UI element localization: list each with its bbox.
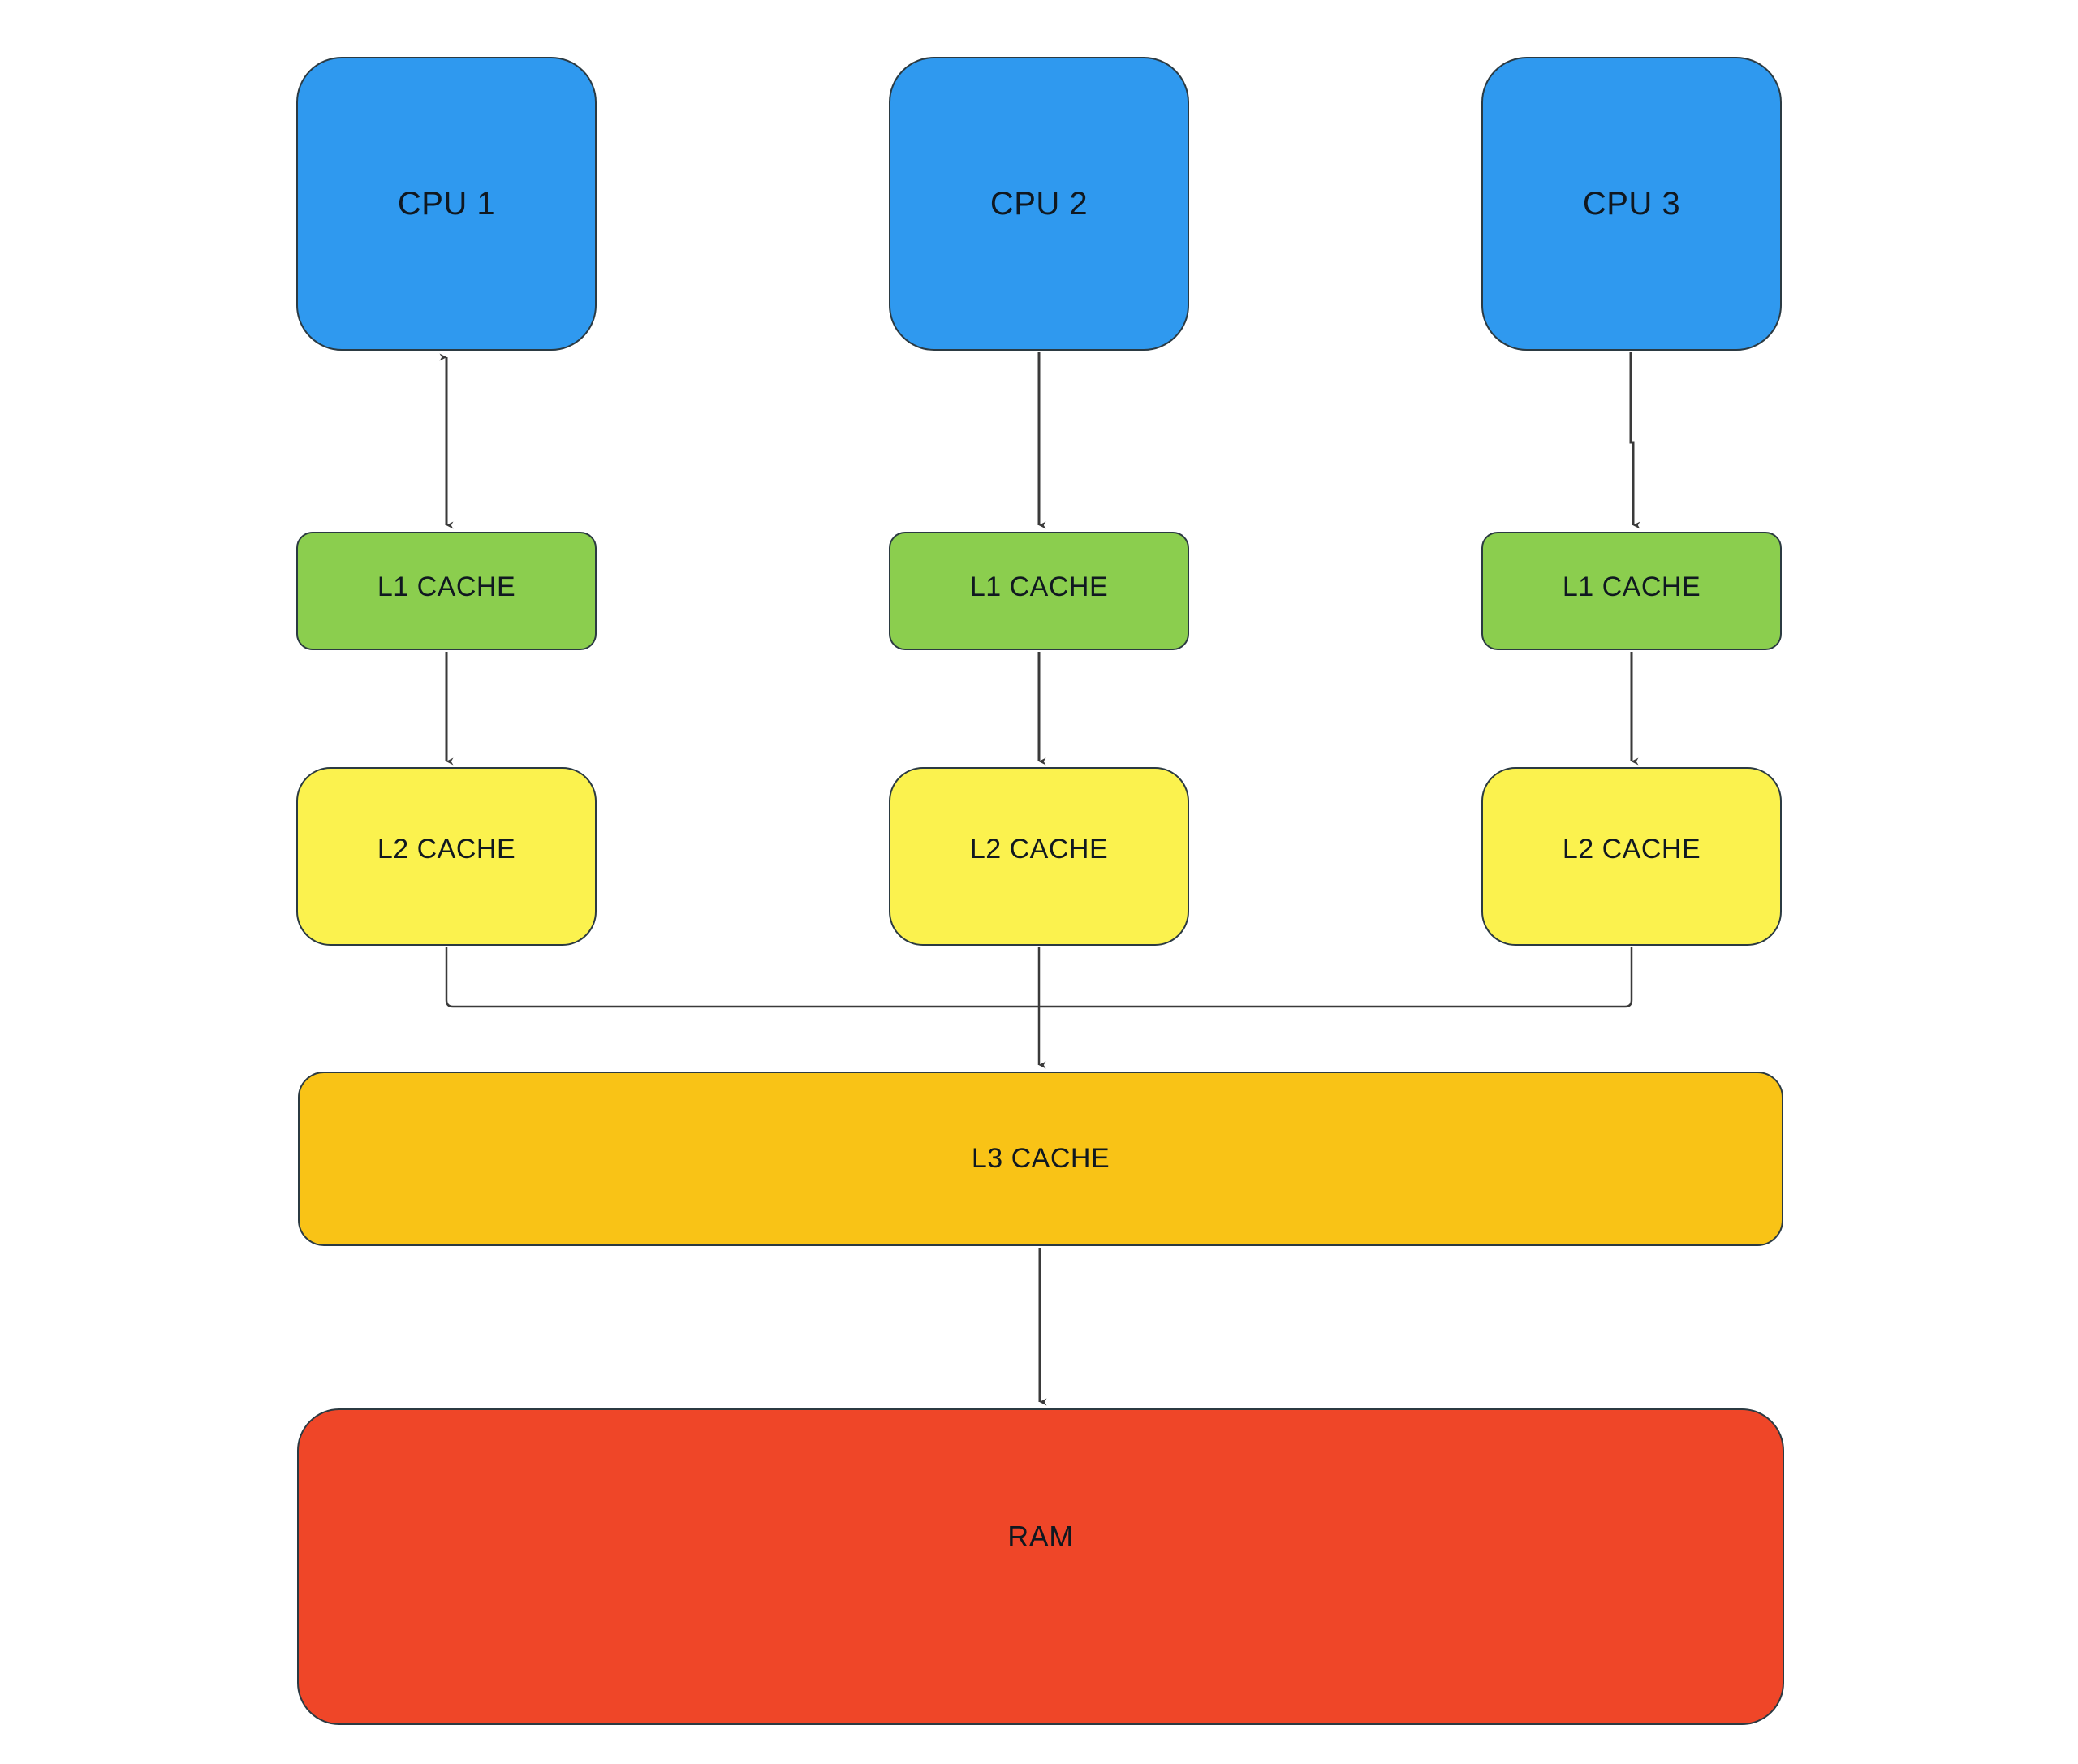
node-label: L1 CACHE: [1562, 571, 1701, 603]
node-label: L1 CACHE: [969, 571, 1109, 603]
node-cpu-2[interactable]: CPU 2: [889, 57, 1189, 351]
node-label: L3 CACHE: [971, 1142, 1110, 1174]
node-label: RAM: [1007, 1520, 1074, 1554]
node-label: CPU 1: [397, 186, 496, 222]
node-l1-cache-2[interactable]: L1 CACHE: [889, 532, 1189, 650]
node-l1-cache-3[interactable]: L1 CACHE: [1481, 532, 1782, 650]
node-cpu-1[interactable]: CPU 1: [296, 57, 597, 351]
node-l2-cache-2[interactable]: L2 CACHE: [889, 767, 1189, 946]
edge-cpu3-l1: [1629, 352, 1640, 529]
node-label: L2 CACHE: [1562, 834, 1701, 865]
node-label: L2 CACHE: [969, 834, 1109, 865]
node-l2-cache-3[interactable]: L2 CACHE: [1481, 767, 1782, 946]
node-cpu-3[interactable]: CPU 3: [1481, 57, 1782, 351]
node-label: CPU 3: [1582, 186, 1681, 222]
node-label: CPU 2: [989, 186, 1089, 222]
edge-l2-3-l3: [1039, 947, 1633, 1008]
node-ram[interactable]: RAM: [297, 1408, 1784, 1725]
edge-l2-1-l3: [445, 947, 1039, 1008]
node-label: L2 CACHE: [377, 834, 516, 865]
node-l1-cache-1[interactable]: L1 CACHE: [296, 532, 597, 650]
node-label: L1 CACHE: [377, 571, 516, 603]
node-l2-cache-1[interactable]: L2 CACHE: [296, 767, 597, 946]
node-l3-cache[interactable]: L3 CACHE: [298, 1072, 1783, 1246]
